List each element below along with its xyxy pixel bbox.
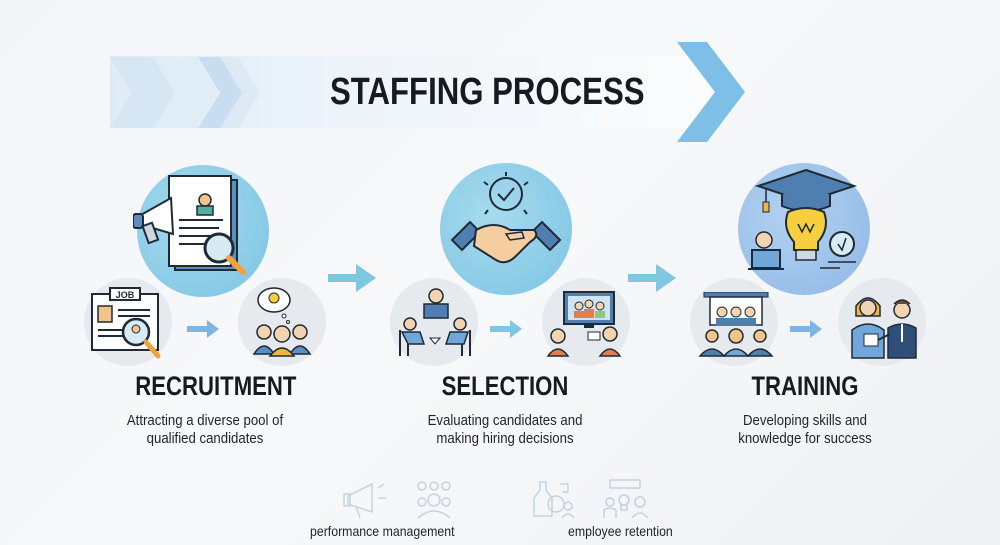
stage-arrow-1-icon [328, 264, 376, 292]
stage-desc-line: Attracting a diverse pool of [126, 412, 284, 429]
performance-management-icons [343, 481, 451, 519]
team-idea-icon [252, 287, 312, 357]
page-title: STAFFING PROCESS [330, 71, 645, 113]
stage-title-selection: SELECTION [441, 371, 569, 401]
selection-inner-arrow-icon [490, 320, 522, 338]
stage-desc-line: Developing skills and [742, 412, 867, 429]
classroom-presentation-icon [698, 292, 774, 357]
stage-desc-line: qualified candidates [146, 430, 264, 447]
stage-desc-selection: Evaluating candidates and making hiring … [413, 412, 598, 448]
recruitment-inner-arrow-icon [187, 320, 219, 338]
team-lightbulb-outline-icon [603, 479, 649, 519]
svg-text:JOB: JOB [116, 290, 135, 300]
employee-retention-icons [533, 479, 649, 519]
footer-label-employee-retention: employee retention [568, 523, 673, 539]
group-outline-icon [417, 481, 451, 519]
bottle-person-outline-icon [533, 481, 575, 519]
stage-arrow-2-icon [628, 264, 676, 292]
stage-desc-line: Evaluating candidates and [427, 412, 583, 429]
stage-desc-line: knowledge for success [738, 430, 872, 447]
header-chevron-right-icon [677, 42, 745, 142]
stage-desc-training: Developing skills and knowledge for succ… [713, 412, 898, 448]
stage-desc-line: making hiring decisions [436, 430, 574, 447]
training-inner-arrow-icon [790, 320, 822, 338]
stage-title-recruitment: RECRUITMENT [135, 371, 297, 401]
megaphone-outline-icon [343, 482, 386, 519]
interview-panel-icon [399, 288, 471, 356]
header-chevrons-left-icon [110, 57, 260, 128]
handshake-check-icon [450, 172, 562, 264]
mentoring-icon [851, 297, 917, 359]
graduation-lightbulb-icon [748, 168, 858, 270]
megaphone-resume-magnifier-icon [133, 175, 246, 275]
stage-desc-recruitment: Attracting a diverse pool of qualified c… [113, 412, 298, 448]
stage-title-training: TRAINING [751, 371, 859, 401]
video-interview-icon [546, 291, 622, 357]
job-posting-search-icon: JOB [91, 287, 161, 359]
footer-label-performance-management: performance management [310, 523, 455, 539]
